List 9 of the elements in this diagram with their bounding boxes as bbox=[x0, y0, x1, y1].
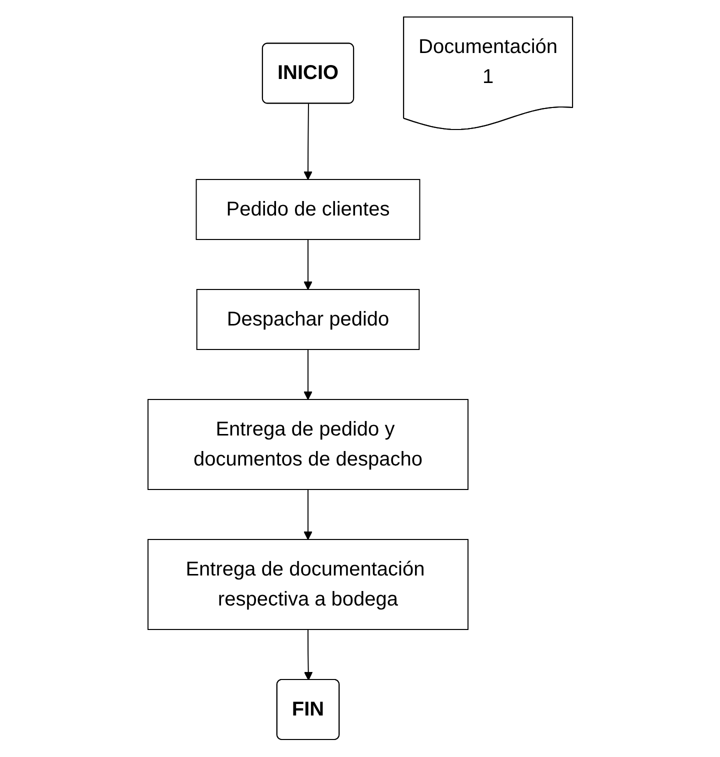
node-box: Despachar pedido bbox=[196, 289, 420, 350]
arrow bbox=[303, 104, 312, 180]
arrow bbox=[303, 489, 312, 540]
node-box: Pedido de clientes bbox=[196, 179, 420, 240]
node-box: Entrega de documentación respectiva a bodega bbox=[147, 539, 468, 630]
arrow bbox=[303, 239, 312, 290]
node-box: Entrega de pedido y documentos de despacho bbox=[147, 399, 468, 490]
arrow bbox=[303, 349, 312, 400]
arrow bbox=[304, 629, 312, 681]
